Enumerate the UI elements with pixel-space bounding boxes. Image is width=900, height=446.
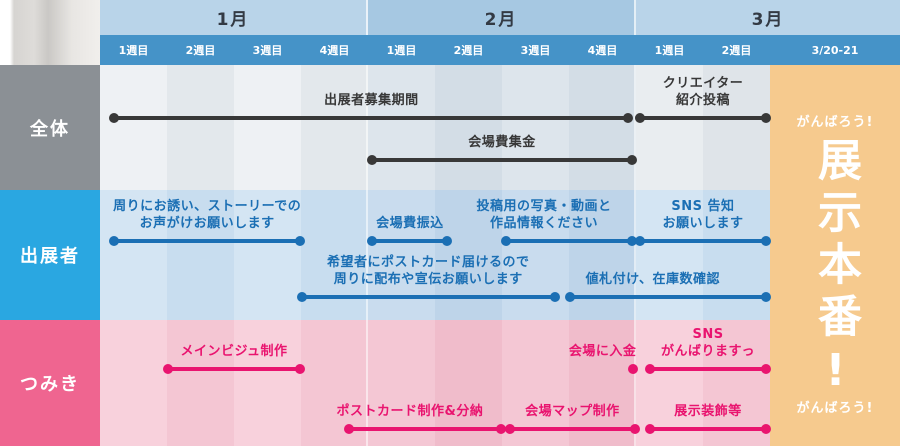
row-tsumiki-bg-mar	[636, 320, 770, 446]
month-february: 2月	[368, 0, 636, 35]
month-january: 1月	[100, 0, 368, 35]
month-separator	[366, 65, 368, 446]
task-bar	[343, 424, 507, 434]
row-label-text: 全体	[30, 118, 70, 140]
week-header-cell: 3週目	[252, 44, 283, 57]
task-label: 会場に入金	[568, 344, 637, 359]
task-bar	[565, 292, 771, 302]
task-label: 周りにお誘い、ストーリーでの お声がけお願いします	[113, 199, 302, 231]
task-dot	[627, 364, 638, 374]
task-label: 希望者にポストカード届けるので 周りに配布や宣伝お願いします	[327, 255, 530, 287]
row-label-tsumiki: つみき	[0, 320, 100, 446]
task-label: メインビジュ制作	[180, 344, 288, 359]
month-separator	[634, 65, 636, 446]
row-label-exhibitor: 出展者	[0, 190, 100, 320]
month-march: 3月	[636, 0, 900, 35]
week-header-cell: 4週目	[319, 44, 350, 57]
week-header-cell: 2週目	[185, 44, 216, 57]
task-bar	[645, 364, 771, 374]
month-label: 2月	[484, 10, 518, 30]
row-overall-bg-jan	[100, 65, 368, 190]
week-header-cell: 1週目	[118, 44, 149, 57]
month-label: 3月	[751, 10, 785, 30]
week-header-cell: 2週目	[453, 44, 484, 57]
exhibition-day-column: がんばろう! 展示本番! がんばろう!	[770, 65, 900, 446]
week-header-cell: 2週目	[721, 44, 752, 57]
exhibition-day-text: 展示本番!	[810, 137, 861, 404]
task-bar	[109, 236, 305, 246]
task-label: クリエイター 紹介投稿	[662, 76, 744, 108]
task-label: 値札付け、在庫数確認	[585, 272, 720, 287]
month-label: 1月	[216, 10, 250, 30]
row-overall-bg-mar	[636, 65, 770, 190]
week-header-cell: 4週目	[587, 44, 618, 57]
task-bar	[501, 236, 637, 246]
row-tsumiki-bg-jan	[100, 320, 368, 446]
task-label: 会場費集金	[468, 135, 536, 150]
task-bar	[109, 113, 634, 123]
cheer-text-top: がんばろう!	[796, 115, 874, 130]
task-bar	[645, 424, 771, 434]
task-label: SNS がんばりますっ	[661, 327, 756, 359]
row-label-text: つみき	[20, 374, 80, 395]
task-bar	[297, 292, 560, 302]
week-header-cell: 1週目	[386, 44, 417, 57]
row-label-overall: 全体	[0, 65, 100, 190]
corner-photo	[0, 0, 100, 65]
task-label: 会場費振込	[376, 216, 444, 231]
task-bar	[635, 113, 771, 123]
task-label: 投稿用の写真・動画と 作品情報ください	[476, 199, 612, 231]
task-label: 会場マップ制作	[525, 404, 620, 419]
task-bar	[504, 424, 641, 434]
task-label: ポストカード制作&分納	[336, 404, 484, 419]
task-bar	[635, 236, 771, 246]
cheer-text-bottom: がんばろう!	[796, 401, 874, 416]
task-label: 出展者募集期間	[324, 93, 419, 108]
task-bar	[163, 364, 305, 374]
week-header-cell-final: 3/20-21	[811, 43, 859, 57]
week-header: 3/20-21 1週目 2週目 3週目 4週目 1週目 2週目 3週目 4週目 1週目 2週目	[100, 35, 900, 65]
task-label: SNS 告知 お願いします	[662, 199, 744, 231]
row-overall-bg-feb	[368, 65, 636, 190]
week-header-cell: 1週目	[654, 44, 685, 57]
task-bar	[367, 236, 453, 246]
task-bar	[367, 155, 637, 165]
task-label: 展示装飾等	[674, 404, 742, 419]
row-label-text: 出展者	[20, 246, 80, 267]
month-header: 1月 2月 3月	[100, 0, 900, 35]
week-header-cell: 3週目	[520, 44, 551, 57]
